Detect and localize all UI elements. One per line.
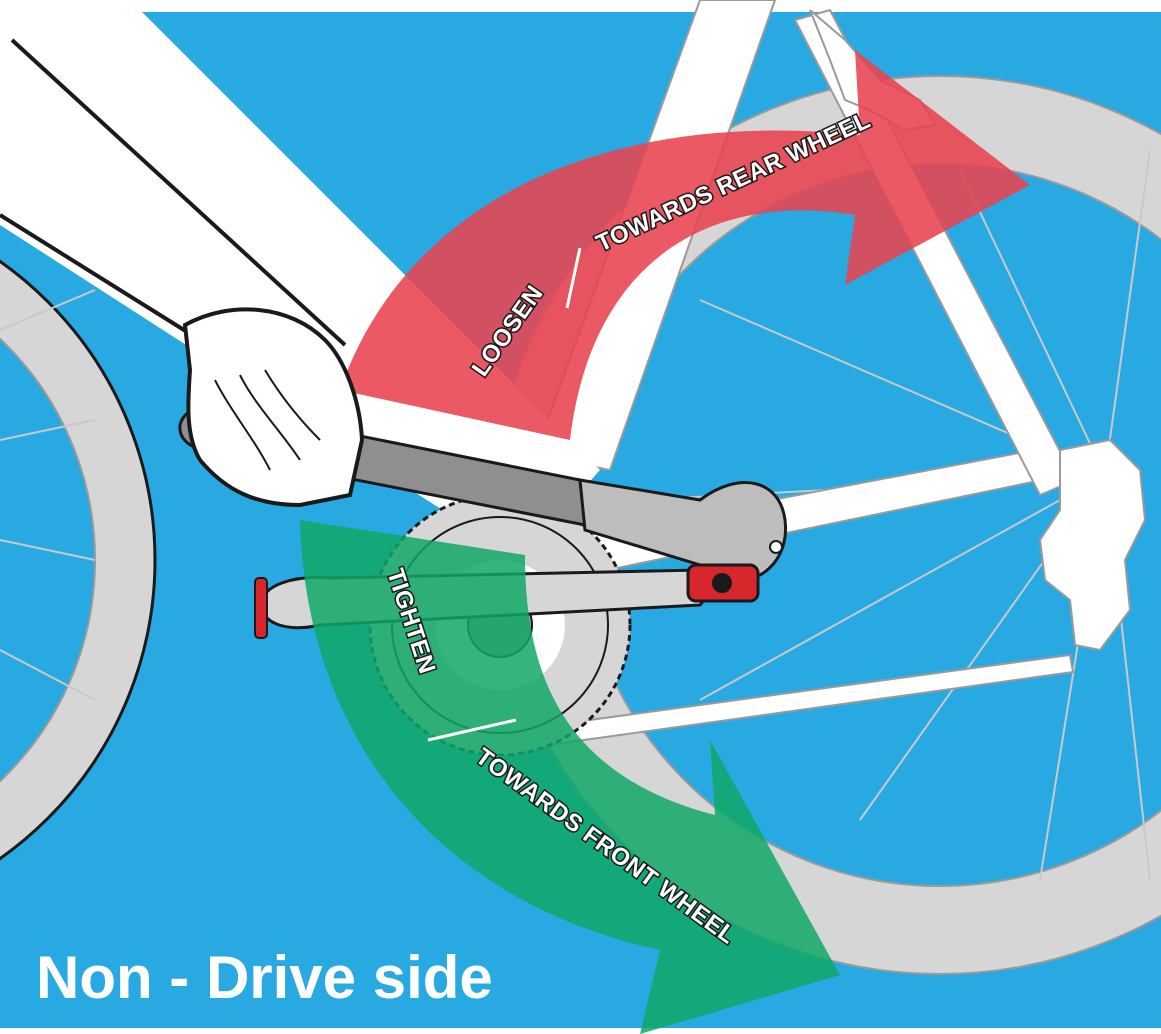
crank-bolt (688, 565, 758, 601)
diagram-caption: Non - Drive side (36, 948, 493, 1008)
